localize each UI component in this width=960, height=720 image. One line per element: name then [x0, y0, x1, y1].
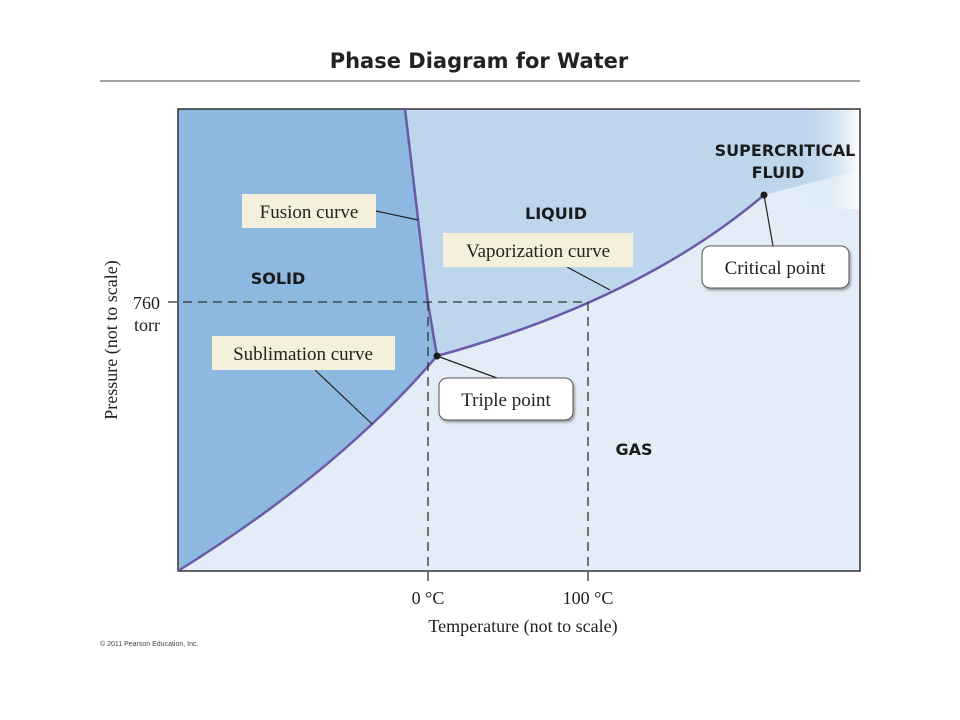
liquid-region — [405, 109, 860, 356]
region-label-liquid: LIQUID — [525, 204, 587, 223]
region-label-solid: SOLID — [251, 269, 306, 288]
fusion-curve-label: Fusion curve — [260, 202, 359, 223]
copyright: © 2011 Pearson Education, Inc. — [100, 640, 198, 648]
triple-point-label: Triple point — [461, 390, 551, 411]
page-title: Phase Diagram for Water — [330, 49, 629, 73]
x-axis-label: Temperature (not to scale) — [428, 616, 617, 637]
fusion-leader — [375, 210, 419, 221]
vaporization-leader — [566, 266, 611, 291]
vaporization-curve-label-box — [443, 233, 633, 267]
triple-point-label-box — [438, 377, 574, 421]
fusion-curve — [403, 108, 439, 357]
fusion-curve-label-box — [242, 194, 376, 228]
x-tick-100c: 100 °C — [563, 588, 614, 608]
plot-frame — [177, 108, 861, 572]
y-tick-torr: torr — [134, 315, 160, 335]
x-tick-0c: 0 °C — [412, 588, 445, 608]
sublimation-curve — [177, 355, 438, 573]
y-axis-label: Pressure (not to scale) — [101, 260, 122, 419]
triple-point-leader — [436, 355, 498, 379]
y-tick-760: 760 — [133, 293, 160, 313]
region-label-supercritical-1: SUPERCRITICAL — [715, 141, 856, 160]
critical-point-label: Critical point — [725, 258, 827, 279]
region-label-supercritical-2: FLUID — [752, 163, 805, 182]
vaporization-curve-label: Vaporization curve — [466, 241, 610, 262]
critical-point-label-box — [701, 245, 850, 289]
sublimation-curve-label-box — [212, 336, 395, 370]
vaporization-curve — [436, 194, 765, 358]
sublimation-leader — [314, 369, 373, 425]
sublimation-curve-label: Sublimation curve — [233, 344, 373, 365]
supercritical-region — [800, 109, 860, 209]
region-label-gas: GAS — [615, 440, 652, 459]
critical-point-leader — [763, 194, 774, 247]
